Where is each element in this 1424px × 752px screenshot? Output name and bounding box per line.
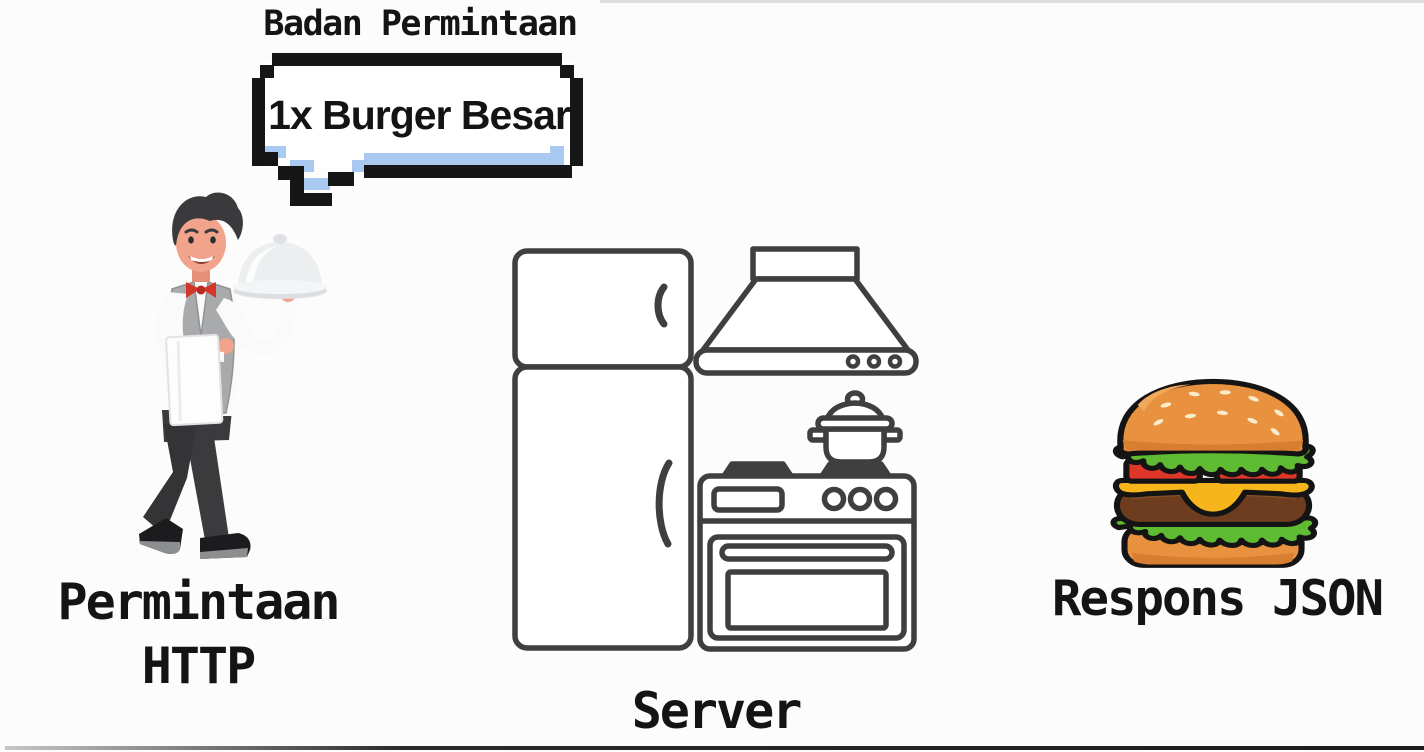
speech-bubble-icon	[252, 53, 583, 206]
waiter-bow-tie	[186, 282, 216, 298]
client-label-line1: Permintaan	[57, 573, 340, 631]
waiter-legs	[139, 410, 251, 559]
request-body-title: Badan Permintaan	[263, 4, 578, 44]
kitchen-illustration	[512, 246, 919, 652]
bottom-edge-artifact-line	[5, 746, 1424, 750]
client-label: Permintaan HTTP	[20, 570, 376, 698]
fridge-icon	[512, 248, 694, 651]
range-hood-icon	[693, 246, 919, 376]
waiter-head	[172, 192, 243, 282]
serving-cloche-icon	[233, 234, 327, 299]
stove-icon	[697, 461, 917, 652]
burger-top-bun	[1117, 378, 1309, 457]
response-label: Respons JSON	[1051, 570, 1384, 627]
cooking-pot-icon	[807, 390, 903, 465]
burger-cheese	[1112, 477, 1315, 517]
waiter-icon	[139, 192, 327, 559]
burger-icon	[1110, 378, 1319, 568]
sesame-seeds	[1153, 390, 1284, 436]
top-edge-artifact-line	[600, 0, 1424, 3]
client-label-line2: HTTP	[141, 637, 256, 695]
waiter-napkin-arm	[155, 292, 234, 427]
server-label: Server	[631, 682, 803, 740]
request-body-content: 1x Burger Besar	[268, 92, 571, 138]
